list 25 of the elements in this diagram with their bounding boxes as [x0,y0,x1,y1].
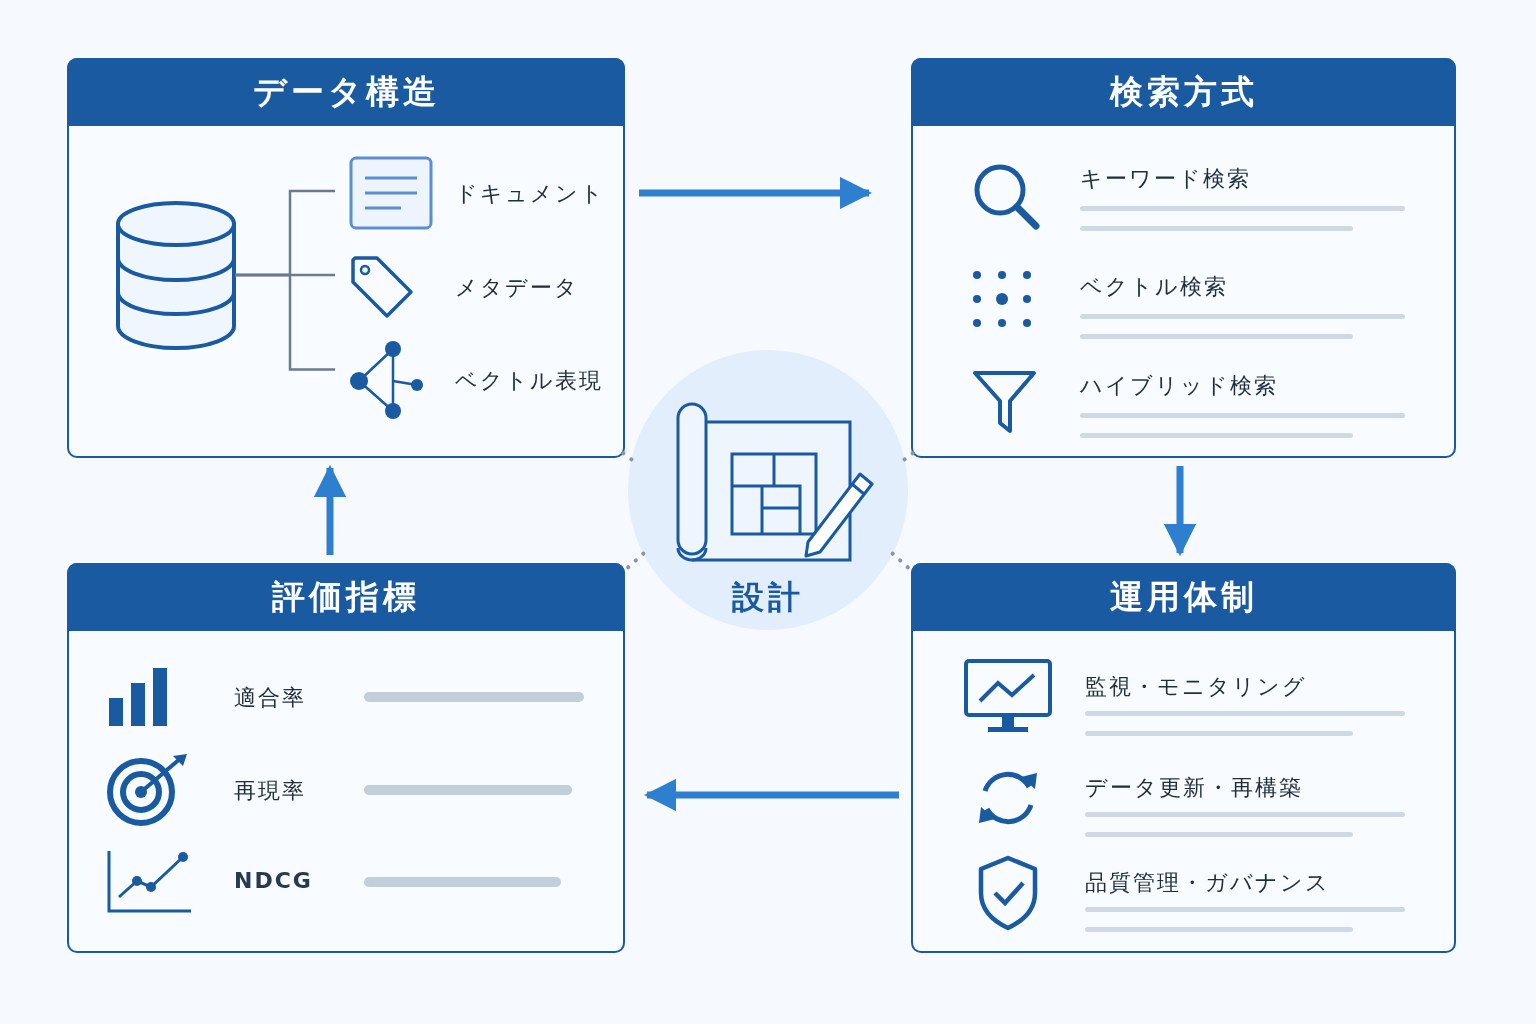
center-label: 設計 [731,577,805,618]
item-label: 再現率 [234,777,306,805]
tree-connector [235,273,335,371]
item-label: 品質管理・ガバナンス [1085,869,1330,897]
panel-card [67,58,625,458]
item-label: データ更新・再構築 [1085,774,1303,802]
item-label: ハイブリッド検索 [1080,372,1278,400]
dotted-line [621,451,634,462]
panel-header: 運用体制 [911,563,1456,631]
dotted-line [902,451,915,462]
panel-header: 評価指標 [67,563,625,631]
item-label: ベクトル検索 [1080,273,1228,301]
item-label: NDCG [234,868,313,893]
item-label: メタデータ [455,274,579,302]
panel-card [911,58,1456,458]
item-label: 監視・モニタリング [1085,673,1307,701]
item-label: ドキュメント [455,180,605,208]
database-icon [115,200,237,352]
item-label: キーワード検索 [1080,165,1251,193]
panel-card [911,563,1456,953]
panel-card [67,563,625,953]
panel-header: データ構造 [67,58,625,126]
panel-header: 検索方式 [911,58,1456,126]
item-label: ベクトル表現 [455,366,603,395]
item-label: 適合率 [234,684,306,712]
